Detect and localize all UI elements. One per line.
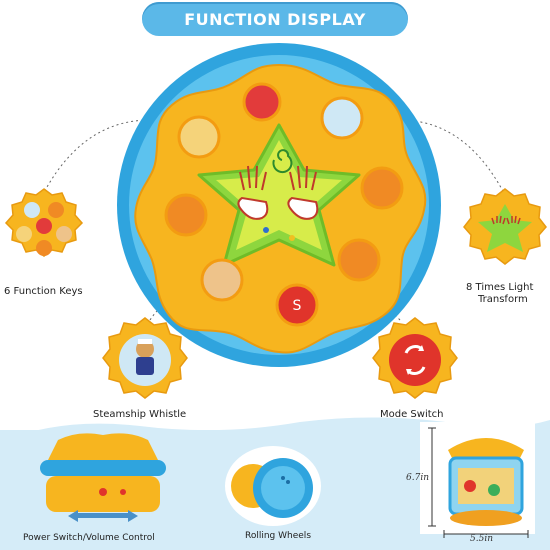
function-keys-label: 6 Function Keys — [4, 286, 83, 297]
sailor-bear-icon — [136, 339, 154, 375]
steamship-whistle-callout — [102, 317, 188, 399]
power-switch-label: Power Switch/Volume Control — [23, 533, 155, 543]
width-label: 5.5in — [470, 534, 493, 544]
function-keys-callout — [4, 188, 84, 257]
steamship-whistle-label: Steamship Whistle — [93, 409, 187, 420]
function-keys — [164, 82, 404, 302]
spiral-icon — [272, 149, 293, 174]
hands-icon — [237, 165, 319, 220]
light-transform-callout — [463, 188, 547, 265]
rolling-wheels-image — [225, 446, 321, 526]
rolling-wheels-label: Rolling Wheels — [245, 531, 312, 541]
light-transform-label-line2: Transform — [478, 294, 528, 305]
svg-text:S: S — [293, 298, 302, 314]
mode-switch-label: Mode Switch — [380, 409, 444, 420]
page-title: FUNCTION DISPLAY — [184, 9, 366, 29]
mode-switch-callout — [372, 317, 458, 399]
power-switch-image — [40, 433, 166, 522]
height-label: 6.7in — [406, 473, 429, 483]
toy-main-view: S — [117, 43, 441, 367]
title-banner: FUNCTION DISPLAY — [142, 2, 408, 36]
dimension-image — [420, 422, 535, 538]
light-transform-label-line1: 8 Times Light — [466, 282, 534, 293]
